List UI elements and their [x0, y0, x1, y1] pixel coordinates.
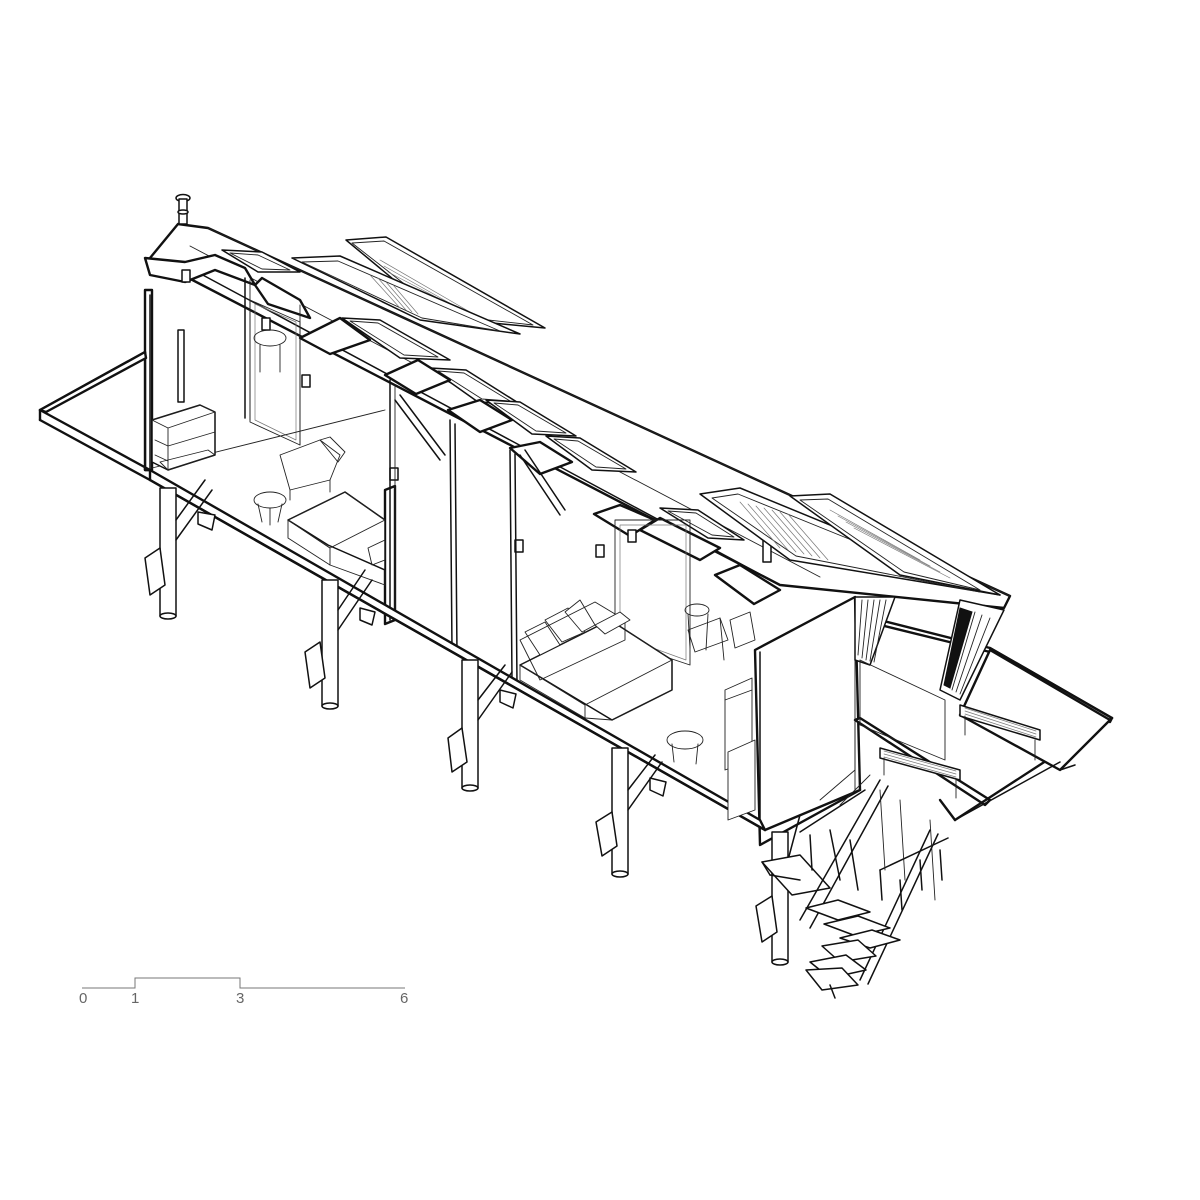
storage-cabinet-room2 — [724, 611, 756, 821]
side-table-room2 — [666, 730, 704, 765]
scale-tick-3: 3 — [236, 990, 244, 1007]
skylights-small-row — [221, 249, 745, 541]
staircase — [761, 769, 949, 999]
skylight-large-left — [291, 236, 546, 335]
wood-stove — [151, 329, 216, 471]
bed-room1 — [287, 491, 386, 586]
floor-deck — [38, 350, 862, 832]
scale-tick-1: 1 — [131, 990, 139, 1007]
column-1 — [144, 479, 216, 620]
right-terrace — [853, 596, 1114, 822]
scale-tick-0: 0 — [79, 990, 87, 1007]
bed-room2 — [519, 599, 673, 721]
column-3 — [447, 659, 517, 792]
skylight-large-right — [699, 487, 1001, 596]
chair-room2 — [684, 603, 729, 661]
side-table-room1 — [253, 491, 287, 526]
scale-bar: 0 1 3 6 — [79, 977, 408, 1007]
terrace-bench-lower — [879, 747, 961, 799]
column-4 — [595, 747, 667, 878]
chimney-left — [175, 193, 191, 225]
wall-frames — [143, 277, 862, 847]
roof-truss-profiles — [143, 253, 782, 606]
terrace-bench-upper — [959, 704, 1041, 761]
column-2 — [304, 569, 376, 710]
scale-tick-6: 6 — [400, 990, 408, 1007]
armchair-room1 — [253, 329, 346, 501]
